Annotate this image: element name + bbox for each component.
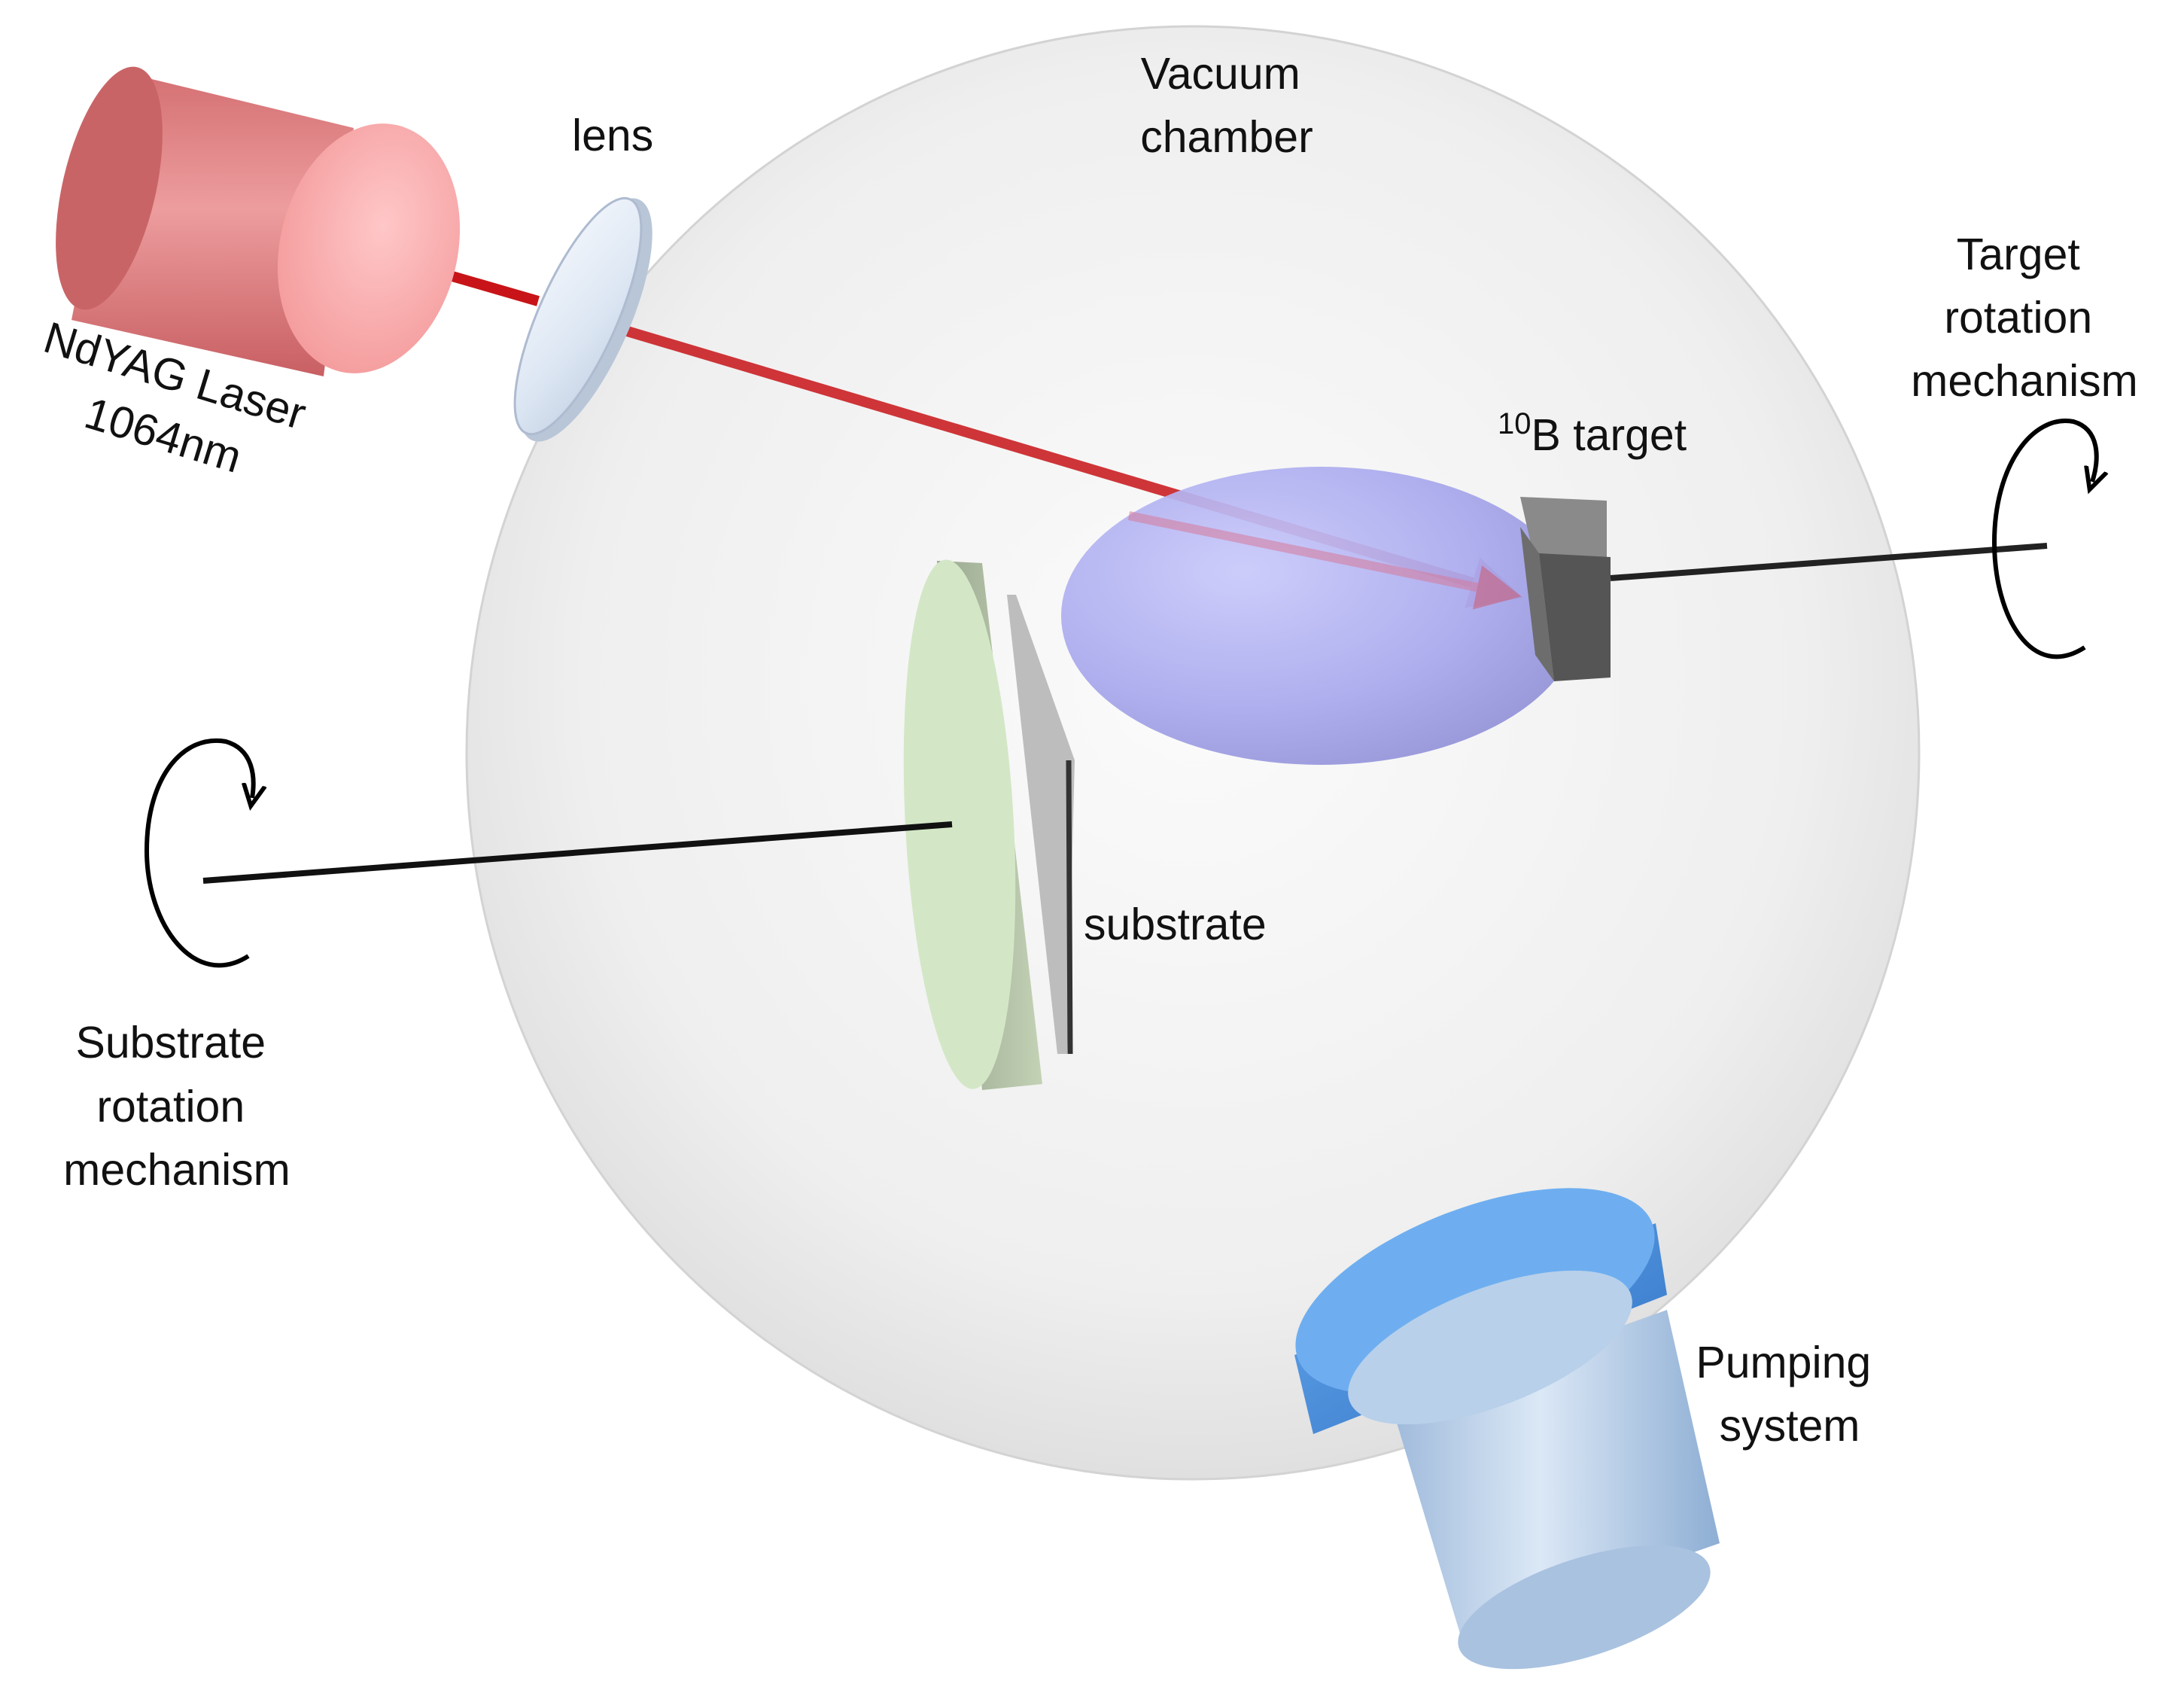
- vacuum-chamber-label-line1: Vacuum: [1141, 49, 1300, 99]
- target-rotation-label-line2: rotation: [1944, 293, 2092, 343]
- svg-text:Pumping system: Pumping system: [1696, 1338, 1883, 1451]
- substrate-plate: [1007, 595, 1075, 1055]
- vacuum-chamber-sphere: [465, 25, 1921, 1481]
- plasma-plume: [1061, 467, 1580, 765]
- target-label-isotope: 10: [1498, 407, 1532, 440]
- substrate-rotation-arrow-icon: [144, 738, 254, 968]
- target-rotation-arrow-icon: [1991, 419, 2097, 659]
- svg-text:Substrate rotation mec: Substrate rotation mechanism: [63, 1018, 290, 1195]
- svg-text:Target rotation mechan: Target rotation mechanism: [1911, 230, 2138, 406]
- target-label-text: B target: [1532, 410, 1687, 460]
- pumping-label-line1: Pumping: [1696, 1338, 1871, 1387]
- substrate-holder: [903, 559, 1042, 1090]
- substrate-label: substrate: [1084, 900, 1267, 949]
- target-rotation-label-line1: Target: [1957, 230, 2080, 279]
- target-rotation-shaft: [1610, 543, 2048, 581]
- pump-icon: [1294, 1188, 1720, 1670]
- target-block: [1520, 497, 1611, 681]
- substrate-rotation-shaft: [202, 821, 953, 884]
- svg-text:Vacuum chamber: Vacuum chamber: [1140, 49, 1313, 162]
- pumping-label-line2: system: [1720, 1401, 1860, 1451]
- target-label: 10B target: [1498, 407, 1687, 460]
- substrate-rotation-label-line3: mechanism: [63, 1145, 290, 1195]
- vacuum-chamber-label-line2: chamber: [1140, 112, 1313, 162]
- lens-label: lens: [572, 111, 653, 160]
- laser-beam-in-plume: [1127, 511, 1522, 610]
- lens-icon: [513, 196, 652, 442]
- laser-icon: [56, 66, 461, 376]
- target-rotation-label-line3: mechanism: [1911, 356, 2138, 406]
- substrate-rotation-label-line2: rotation: [96, 1082, 245, 1131]
- substrate-rotation-label-line1: Substrate: [76, 1018, 266, 1067]
